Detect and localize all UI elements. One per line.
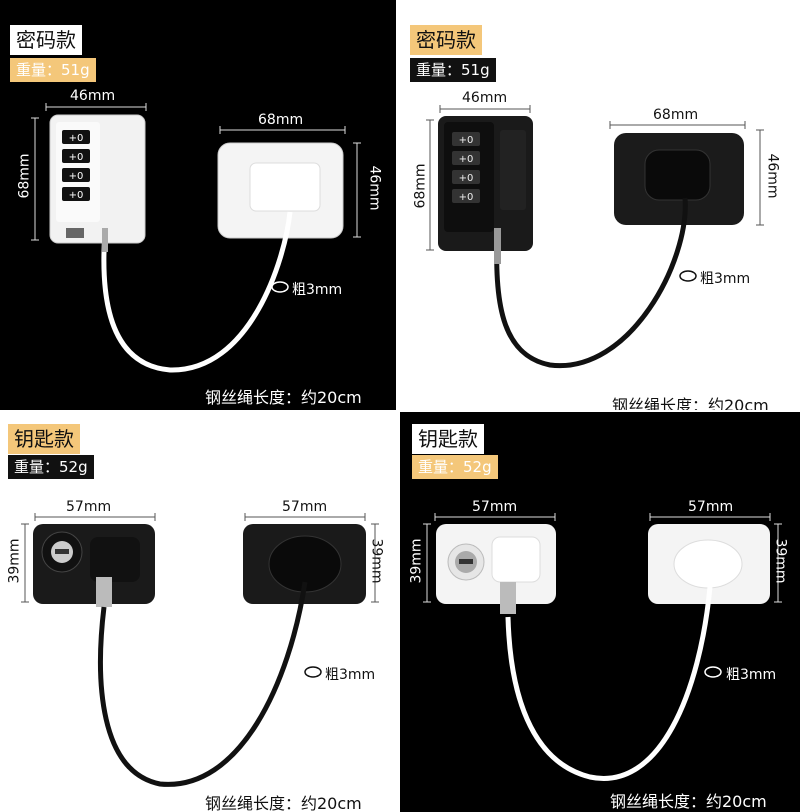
dim-lock-height: 68mm — [16, 153, 33, 199]
svg-text:+0: +0 — [459, 135, 474, 146]
panel-key-black: 钥匙款 重量：52g 57mm 39mm 57mm 39mm 粗3mm 钢丝绳长… — [0, 412, 396, 812]
weight-label: 重量：52g — [8, 455, 94, 479]
style-label: 钥匙款 — [412, 424, 484, 454]
dim-anchor-height: 39mm — [368, 538, 385, 584]
dim-anchor-width: 57mm — [688, 499, 734, 515]
style-label: 密码款 — [10, 25, 82, 55]
dim-lock-width: 46mm — [70, 88, 116, 104]
dim-anchor-width: 57mm — [282, 499, 328, 515]
style-label: 钥匙款 — [8, 424, 80, 454]
dim-anchor-width: 68mm — [258, 112, 304, 128]
weight-label: 重量：51g — [10, 58, 96, 82]
style-label: 密码款 — [410, 25, 482, 55]
dim-lock-height: 39mm — [408, 538, 425, 584]
panel-key-white: 钥匙款 重量：52g 57mm 39mm 57mm 39mm 粗3mm 钢丝绳长… — [400, 412, 800, 812]
svg-text:+0: +0 — [69, 133, 84, 144]
dim-anchor-height: 46mm — [764, 153, 781, 199]
svg-text:+0: +0 — [459, 154, 474, 165]
cable-thickness: 粗3mm — [292, 282, 343, 298]
svg-text:+0: +0 — [69, 190, 84, 201]
cable-thickness: 粗3mm — [726, 667, 777, 683]
panel-combo-black: +0 +0 +0 +0 密码款 重量：51g 46mm 68mm 68mm 46… — [400, 0, 800, 410]
svg-text:+0: +0 — [69, 171, 84, 182]
dim-anchor-height: 46mm — [366, 165, 383, 211]
key-slot-icon — [55, 549, 69, 554]
cable-length: 钢丝绳长度：约20cm — [612, 396, 769, 410]
key-slot-icon — [459, 559, 473, 564]
cable-length: 钢丝绳长度：约20cm — [205, 388, 362, 407]
panel-combo-white: +0 +0 +0 +0 密码款 重量：51g 46mm 68mm 68mm 46… — [0, 0, 396, 410]
cable-length: 钢丝绳长度：约20cm — [205, 794, 362, 812]
product-photo-key-white — [423, 513, 782, 781]
weight-label: 重量：52g — [412, 455, 498, 479]
dim-lock-width: 46mm — [462, 90, 508, 106]
svg-text:+0: +0 — [69, 152, 84, 163]
svg-text:+0: +0 — [459, 173, 474, 184]
cable-thickness: 粗3mm — [325, 667, 376, 683]
combo-wheels: +0 +0 +0 +0 — [62, 130, 90, 201]
product-photo-combo-white: +0 +0 +0 +0 — [31, 103, 361, 373]
dim-lock-height: 39mm — [6, 538, 23, 584]
dim-lock-height: 68mm — [412, 163, 429, 209]
dim-anchor-height: 39mm — [772, 538, 789, 584]
cable-thickness: 粗3mm — [700, 271, 751, 287]
product-photo-combo-black: +0 +0 +0 +0 — [426, 105, 764, 369]
combo-wheels: +0 +0 +0 +0 — [452, 132, 480, 203]
svg-text:+0: +0 — [459, 192, 474, 203]
weight-label: 重量：51g — [410, 58, 496, 82]
dim-lock-width: 57mm — [472, 499, 518, 515]
dim-anchor-width: 68mm — [653, 107, 699, 123]
dim-lock-width: 57mm — [66, 499, 112, 515]
cable-length: 钢丝绳长度：约20cm — [610, 792, 767, 811]
product-photo-key-black — [21, 513, 379, 787]
